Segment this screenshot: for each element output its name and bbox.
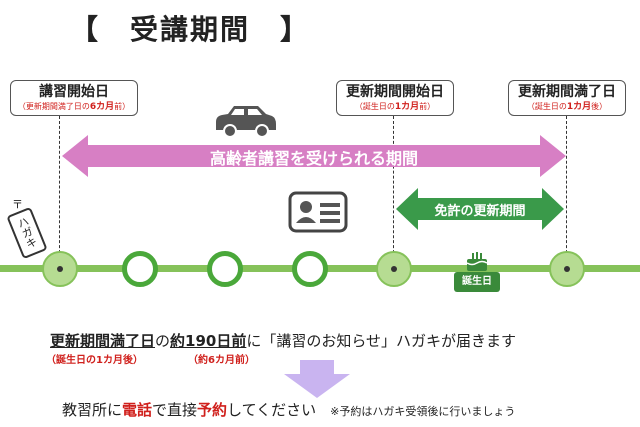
message-rest: に「講習のお知らせ」ハガキが届きます	[246, 332, 517, 350]
contact-text: してください	[227, 401, 317, 419]
timeline-node-course-start	[42, 251, 78, 287]
postcard-icon: 〒 ハガキ	[6, 196, 48, 260]
marker-renewal-start-sub: （誕生日の1カ月前）	[354, 102, 436, 112]
marker-renewal-start-label: 更新期間開始日	[346, 84, 444, 100]
license-card-icon	[288, 191, 348, 233]
course-period-label: 高齢者講習を受けられる期間	[209, 149, 418, 168]
timeline-node	[207, 251, 243, 287]
contact-phone: 電話	[122, 401, 153, 419]
message-190-days: 約190日前	[170, 332, 247, 350]
marker-renewal-end-label: 更新期間満了日	[518, 84, 616, 100]
message-renewal-end: 更新期間満了日	[50, 332, 156, 350]
renewal-period-label: 免許の更新期間	[434, 204, 526, 219]
message-particle: の	[155, 332, 171, 350]
timeline-dot	[564, 266, 570, 272]
contact-text: で直接	[152, 401, 198, 419]
postcard-text: ハガキ	[14, 214, 40, 251]
timeline-node	[122, 251, 158, 287]
page-title: 【 受講期間 】	[70, 13, 311, 46]
contact-instruction: 教習所に電話で直接予約してください ※予約はハガキ受領後に行いましょう	[62, 399, 515, 420]
marker-course-start: 講習開始日 （更新期間満了日の6カ月前）	[10, 80, 138, 116]
course-period-arrow	[62, 135, 566, 177]
cake-icon	[466, 252, 488, 271]
down-arrow	[284, 360, 350, 398]
renewal-end-line	[566, 116, 567, 268]
birthday-label: 誕生日	[454, 272, 500, 292]
marker-course-start-sub: （更新期間満了日の6カ月前）	[17, 102, 131, 112]
renewal-start-line	[393, 116, 394, 268]
contact-text: 教習所に	[62, 401, 123, 419]
postcard-message: 更新期間満了日の約190日前に「講習のお知らせ」ハガキが届きます	[50, 330, 516, 351]
timeline-node-renewal-start	[376, 251, 412, 287]
timeline-node-renewal-end	[549, 251, 585, 287]
contact-note: ※予約はハガキ受領後に行いましょう	[330, 405, 516, 418]
course-start-line	[59, 116, 60, 268]
marker-renewal-end: 更新期間満了日 （誕生日の1カ月後）	[508, 80, 626, 116]
timeline-dot	[391, 266, 397, 272]
timeline-dot	[57, 266, 63, 272]
marker-course-start-label: 講習開始日	[39, 84, 109, 100]
contact-reserve: 予約	[197, 401, 228, 419]
message-note-birthday: （誕生日の1カ月後）	[46, 355, 143, 366]
car-icon	[216, 106, 276, 138]
timeline-node	[292, 251, 328, 287]
marker-renewal-start: 更新期間開始日 （誕生日の1カ月前）	[336, 80, 454, 116]
renewal-period-arrow	[396, 188, 564, 230]
marker-renewal-end-sub: （誕生日の1カ月後）	[526, 102, 608, 112]
message-note-6months: （約6カ月前）	[188, 355, 255, 366]
